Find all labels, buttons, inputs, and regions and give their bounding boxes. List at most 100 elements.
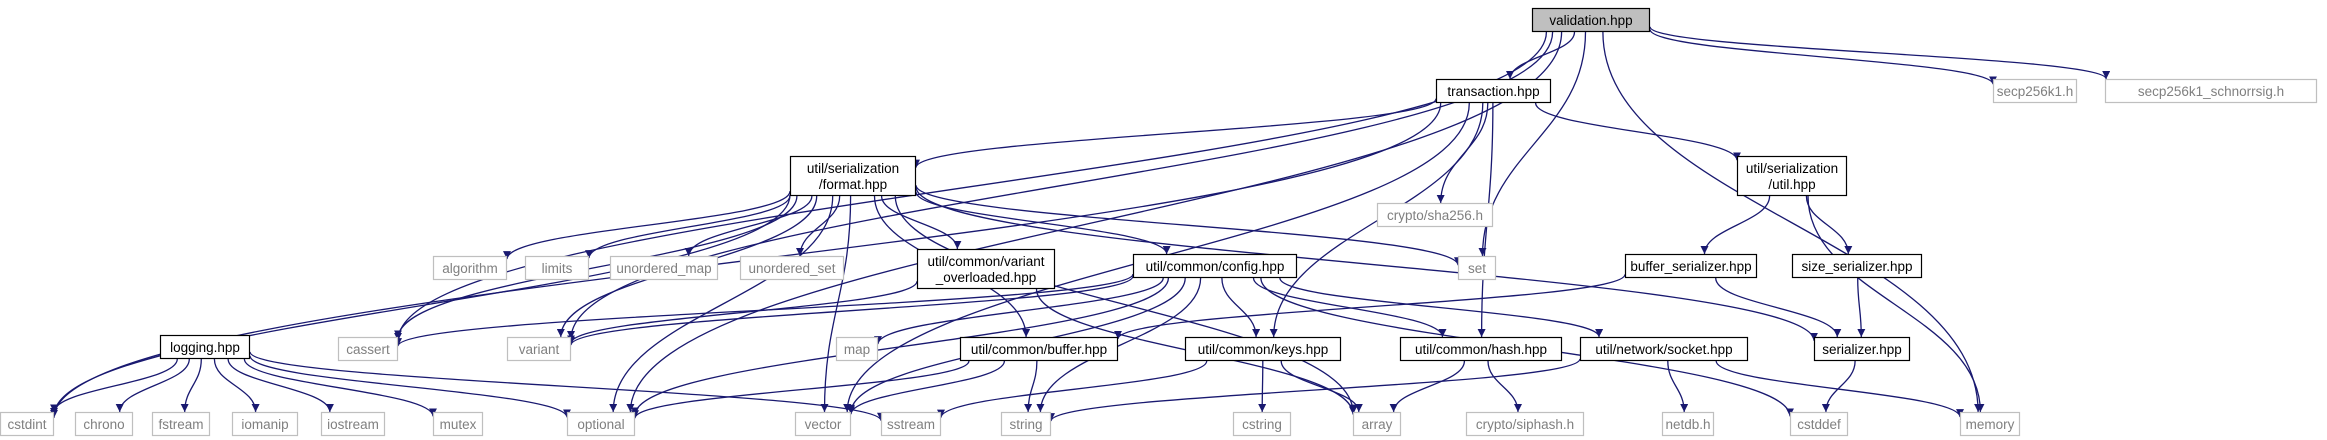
node-buffer[interactable]: util/common/buffer.hpp: [959, 336, 1119, 362]
node-iostream[interactable]: iostream: [320, 411, 386, 437]
node-chrono[interactable]: chrono: [74, 411, 134, 437]
node-box: [1813, 336, 1911, 362]
node-label: secp256k1_schnorrsig.h: [2138, 84, 2284, 99]
node-label: util/serialization: [807, 161, 899, 176]
node-size-serializer[interactable]: size_serializer.hpp: [1791, 253, 1923, 279]
node-box: [566, 411, 636, 437]
node-mutex[interactable]: mutex: [432, 411, 484, 437]
edge-format-to-set: [915, 185, 1462, 266]
edge-format-to-optional: [609, 195, 834, 413]
node-box: [1791, 253, 1923, 279]
edge-format-to-unordered_set: [796, 195, 841, 257]
node-box: [151, 411, 211, 437]
node-label: serializer.hpp: [1822, 342, 1902, 357]
node-label: mutex: [440, 417, 477, 432]
node-box: [609, 255, 719, 281]
node-sha256[interactable]: crypto/sha256.h: [1376, 202, 1494, 228]
node-cstddef[interactable]: cstddef: [1789, 411, 1849, 437]
node-box: [1661, 411, 1715, 437]
edge-format-to-vector: [820, 195, 852, 413]
edge-format-to-limits: [585, 195, 791, 259]
node-label: buffer_serializer.hpp: [1630, 259, 1751, 274]
node-siphash[interactable]: crypto/siphash.h: [1465, 411, 1585, 437]
edge-config-to-hash: [1252, 277, 1447, 338]
node-cassert[interactable]: cassert: [337, 336, 399, 362]
node-memory[interactable]: memory: [1959, 411, 2021, 437]
edge-logging-to-sstream: [249, 351, 885, 422]
node-hash[interactable]: util/common/hash.hpp: [1399, 336, 1563, 362]
node-schnorrsig[interactable]: secp256k1_schnorrsig.h: [2104, 78, 2318, 104]
nodes: validation.hpp transaction.hpp secp256k1.h…: [0, 7, 2318, 437]
edge-validation-to-variant: [567, 31, 1554, 340]
edge-serializer-to-cstddef: [1821, 360, 1856, 413]
node-label: netdb.h: [1665, 417, 1710, 432]
node-optional[interactable]: optional: [566, 411, 636, 437]
node-config[interactable]: util/common/config.hpp: [1132, 253, 1298, 279]
node-vector[interactable]: vector: [794, 411, 852, 437]
node-variant-overloaded[interactable]: util/common/variant_overloaded.hpp: [916, 248, 1056, 290]
edge-format-to-variant_overloaded: [880, 195, 962, 250]
node-iomanip[interactable]: iomanip: [231, 411, 299, 437]
node-box: [789, 155, 917, 197]
edge-transaction-to-serutil: [1534, 102, 1741, 161]
node-label: array: [1362, 417, 1393, 432]
node-set[interactable]: set: [1457, 255, 1497, 281]
node-serializer[interactable]: serializer.hpp: [1813, 336, 1911, 362]
node-label: util/common/hash.hpp: [1415, 342, 1547, 357]
node-logging[interactable]: logging.hpp: [159, 334, 251, 360]
node-label: util/common/buffer.hpp: [971, 342, 1107, 357]
node-serutil[interactable]: util/serialization/util.hpp: [1736, 155, 1848, 197]
node-label: cstdint: [7, 417, 46, 432]
node-box: [1959, 411, 2021, 437]
node-format[interactable]: util/serialization/format.hpp: [789, 155, 917, 197]
node-label: sstream: [887, 417, 935, 432]
edge-format-to-serializer: [915, 186, 1818, 341]
edge-keys-to-cstring: [1258, 360, 1267, 413]
node-label: iostream: [327, 417, 379, 432]
node-variant[interactable]: variant: [506, 336, 572, 362]
edge-serutil-to-buffer_serializer: [1700, 195, 1771, 255]
node-netdb[interactable]: netdb.h: [1661, 411, 1715, 437]
node-label: variant: [519, 342, 560, 357]
edge-logging-to-iomanip: [213, 358, 260, 413]
node-fstream[interactable]: fstream: [151, 411, 211, 437]
node-label: unordered_map: [616, 261, 711, 276]
edge-buffer_serializer-to-buffer: [1114, 274, 1626, 340]
node-box: [2104, 78, 2318, 104]
node-sstream[interactable]: sstream: [880, 411, 942, 437]
node-validation[interactable]: validation.hpp: [1531, 7, 1651, 33]
node-keys[interactable]: util/common/keys.hpp: [1184, 336, 1342, 362]
node-map[interactable]: map: [835, 336, 879, 362]
node-box: [1531, 7, 1651, 33]
node-box: [1579, 336, 1749, 362]
edge-size_serializer-to-serializer: [1857, 277, 1866, 338]
edges: [50, 26, 2111, 422]
node-unordered-map[interactable]: unordered_map: [609, 255, 719, 281]
edge-buffer-to-string: [1024, 360, 1038, 413]
node-label: util/common/keys.hpp: [1198, 342, 1329, 357]
node-box: [0, 411, 55, 437]
node-limits[interactable]: limits: [524, 255, 590, 281]
node-label: string: [1009, 417, 1042, 432]
node-label: unordered_set: [748, 261, 835, 276]
node-array[interactable]: array: [1352, 411, 1402, 437]
node-unordered-set[interactable]: unordered_set: [739, 255, 845, 281]
node-cstdint[interactable]: cstdint: [0, 411, 55, 437]
node-label: algorithm: [442, 261, 498, 276]
node-buffer-serializer[interactable]: buffer_serializer.hpp: [1624, 253, 1758, 279]
edge-validation-to-schnorrsig: [1649, 26, 2111, 80]
node-box: [1789, 411, 1849, 437]
node-algorithm[interactable]: algorithm: [432, 255, 508, 281]
node-secp256k1[interactable]: secp256k1.h: [1992, 78, 2078, 104]
node-label: /util.hpp: [1768, 177, 1815, 192]
node-box: [74, 411, 134, 437]
node-cstring[interactable]: cstring: [1232, 411, 1292, 437]
node-label: crypto/siphash.h: [1476, 417, 1574, 432]
node-socket[interactable]: util/network/socket.hpp: [1579, 336, 1749, 362]
node-string[interactable]: string: [1000, 411, 1052, 437]
node-box: [159, 334, 251, 360]
node-transaction[interactable]: transaction.hpp: [1435, 78, 1552, 104]
edge-variant_overloaded-to-variant: [567, 281, 918, 344]
node-box: [959, 336, 1119, 362]
node-box: [1435, 78, 1552, 104]
